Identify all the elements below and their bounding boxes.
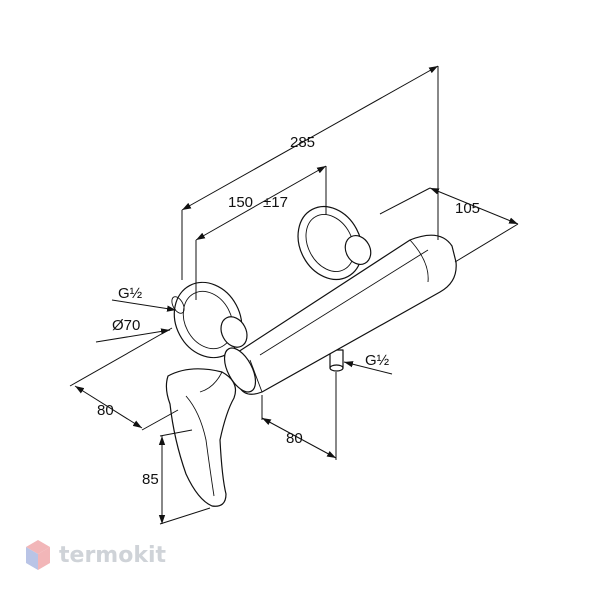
dim-overall-width: 285 (290, 134, 315, 151)
outlet-nipple (329, 349, 344, 372)
dim-connection-left: G½ (118, 285, 143, 302)
lever-handle (165, 368, 237, 507)
dim-outlet-offset: 80 (286, 430, 303, 447)
dimension-labels: 285 150 ±17 105 G½ Ø70 80 80 85 G½ (97, 134, 480, 488)
mixer-drawing (165, 206, 457, 507)
dim-center-tolerance: ±17 (263, 194, 288, 211)
dim-lever-depth: 80 (97, 402, 114, 419)
dim-outlet-connection: G½ (365, 352, 390, 369)
dim-center-distance: 150 (228, 194, 253, 211)
dim-rosette-diameter: Ø70 (112, 317, 140, 334)
dimension-lines (69, 65, 519, 525)
termokit-logo-icon (26, 540, 50, 570)
watermark: termokit (26, 540, 166, 570)
watermark-text: termokit (59, 543, 166, 568)
dim-lever-height: 85 (142, 471, 159, 488)
dim-depth: 105 (455, 200, 480, 217)
mixer-body (223, 234, 457, 395)
